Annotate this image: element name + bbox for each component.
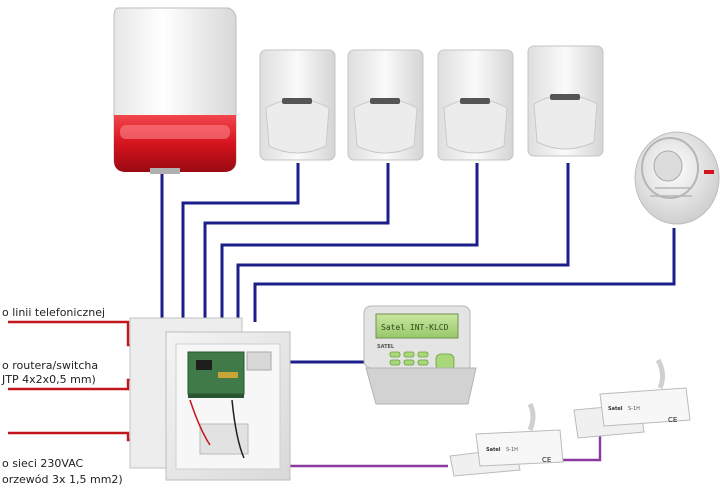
- bus-wires: [160, 163, 676, 364]
- keypad-brand: SATEL: [377, 344, 395, 350]
- magnetic-contact-1: Satel S-1H CE: [449, 402, 564, 477]
- contact-2-model: S-1H: [628, 406, 640, 412]
- router-line-label-1: o routera/switcha: [2, 359, 99, 372]
- pir-4-wire: [236, 163, 570, 322]
- pir-detector-4: [527, 45, 604, 157]
- contact-2-ce-mark: CE: [668, 416, 677, 424]
- pir-detector-2: [347, 49, 424, 161]
- smoke-detector: [634, 131, 720, 225]
- keypad-screen-text: Satel INT-KLCD: [381, 323, 449, 332]
- power-line-label-1: o sieci 230VAC: [2, 457, 84, 470]
- smoke-detector-wire: [253, 228, 676, 322]
- keypad-display: [375, 313, 459, 339]
- pir-3-wire: [220, 163, 479, 322]
- magnetic-contact-2: Satel S-1H CE: [573, 358, 691, 439]
- contact-2-brand: Satel: [608, 406, 623, 412]
- pir-1-wire: [181, 163, 300, 322]
- contact-1-ce-mark: CE: [542, 456, 551, 464]
- outdoor-siren: [113, 7, 237, 174]
- control-panel: [129, 317, 291, 481]
- pir-detector-3: [437, 49, 514, 161]
- contact-1-model: S-1H: [506, 447, 518, 453]
- power-line-label-2: orzewód 3x 1,5 mm2): [2, 473, 123, 486]
- contact-1-brand: Satel: [486, 447, 501, 453]
- contact-2-wire: [560, 436, 602, 462]
- phone-line-label: o linii telefonicznej: [2, 306, 106, 319]
- lcd-keypad: Satel INT-KLCD SATEL: [363, 305, 477, 405]
- contact-wires: [288, 436, 602, 468]
- router-line-label-2: JTP 4x2x0,5 mm): [2, 373, 96, 386]
- pir-2-wire: [203, 163, 390, 322]
- pir-detector-1: [259, 49, 336, 161]
